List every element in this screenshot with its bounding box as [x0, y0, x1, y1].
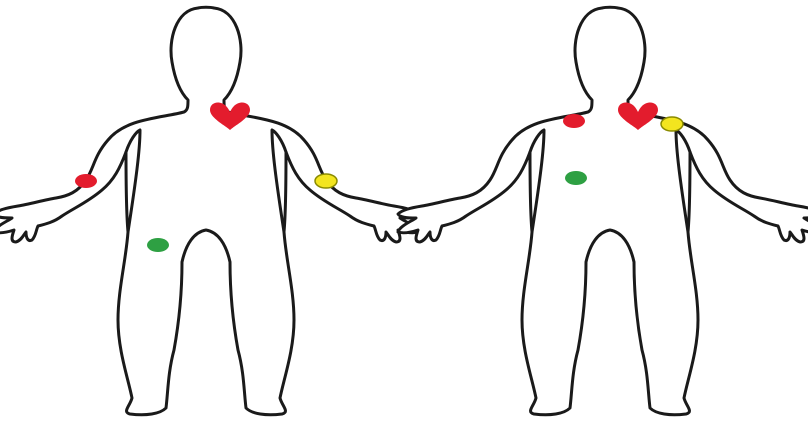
left-chest-electrode	[661, 117, 683, 131]
right-abdomen-electrode	[565, 171, 587, 185]
figure-right	[398, 7, 808, 415]
right-chest-electrode	[563, 114, 585, 128]
left-wrist-electrode	[315, 174, 337, 188]
body-outline	[398, 7, 808, 415]
lower-left-abdomen-electrode	[147, 238, 169, 252]
right-wrist-electrode	[75, 174, 97, 188]
figure-left	[0, 7, 418, 415]
body-outline	[0, 7, 418, 415]
